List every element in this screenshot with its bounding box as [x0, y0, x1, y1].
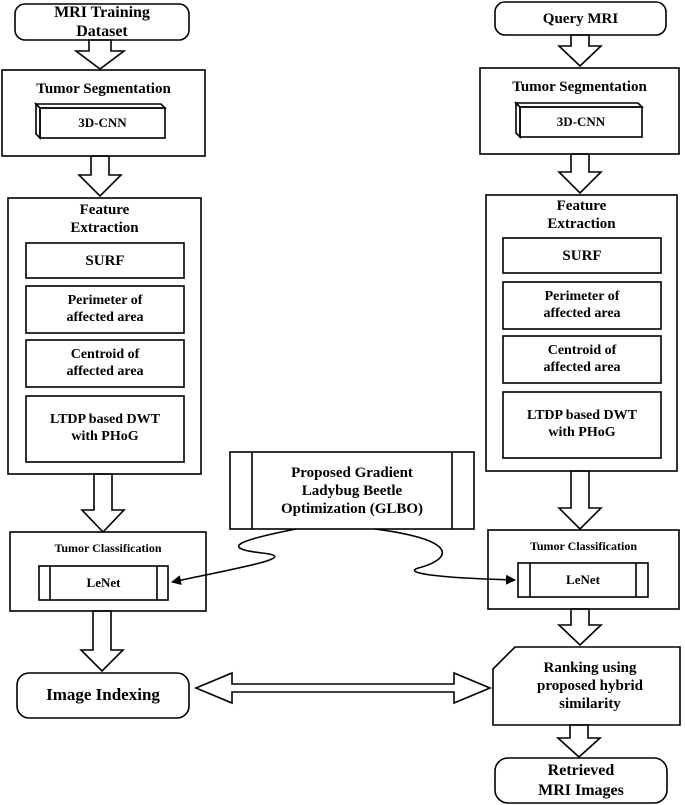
right-feature-surf: SURF: [562, 247, 602, 264]
right-feature-ltdp-box: [502, 391, 662, 459]
left-arrow-2: [77, 155, 123, 198]
right-classification-title: Tumor Classification: [529, 538, 637, 553]
left-arrow-1: [73, 39, 127, 70]
right-segmentation-title: Tumor Segmentation: [512, 79, 647, 95]
bidirectional-arrow: [193, 671, 493, 705]
left-start-label: MRI Training Dataset: [54, 3, 150, 40]
right-arrow-2: [557, 153, 603, 195]
left-feature-surf: SURF: [85, 252, 125, 269]
left-arrow-3: [80, 473, 126, 534]
right-lenet-block: [517, 562, 649, 598]
optimizer-block: [229, 451, 475, 530]
right-arrow-1: [557, 34, 603, 68]
left-feature-title: Feature Extraction: [70, 202, 139, 236]
right-feature-centroid: Centroid of affected area: [543, 342, 621, 375]
right-3dcnn-block: [514, 101, 644, 139]
left-feature-centroid-box: [25, 339, 185, 388]
left-feature-centroid: Centroid of affected area: [66, 346, 144, 379]
left-feature-ltdp-box: [25, 395, 185, 463]
optimizer-to-left-lenet-connector: [171, 528, 297, 586]
left-feature-ltdp: LTDP based DWT with PHoG: [50, 412, 160, 444]
right-arrow-3: [557, 470, 603, 531]
right-feature-title: Feature Extraction: [547, 198, 616, 232]
left-feature-perimeter-box: [25, 285, 185, 334]
optimizer-label: Proposed Gradient Ladybug Beetle Optimiz…: [280, 464, 424, 517]
left-3dcnn-block: [34, 102, 167, 140]
right-feature-perimeter-box: [502, 281, 662, 330]
left-indexing-box: [16, 672, 190, 719]
right-ranking-label: Ranking using proposed hybrid similarity: [536, 660, 643, 712]
left-arrow-4: [79, 610, 125, 673]
right-3dcnn-label: 3D-CNN: [556, 114, 606, 130]
right-start-label: Query MRI: [542, 10, 619, 27]
left-feature-perimeter: Perimeter of affected area: [66, 292, 144, 325]
right-feature-surf-box: [502, 237, 662, 274]
right-arrow-5: [555, 724, 603, 759]
right-retrieved-box: [494, 757, 668, 804]
left-classification-title: Tumor Classification: [54, 540, 162, 555]
right-feature-centroid-box: [502, 335, 662, 384]
left-indexing-label: Image Indexing: [46, 685, 160, 705]
right-retrieved-label: Retrieved MRI Images: [538, 762, 624, 799]
optimizer-to-right-lenet-connector: [374, 528, 516, 585]
left-lenet-block: [38, 565, 169, 601]
right-feature-perimeter: Perimeter of affected area: [543, 288, 621, 321]
left-feature-surf-box: [25, 242, 185, 279]
left-segmentation-title: Tumor Segmentation: [36, 81, 171, 97]
right-lenet-label: LeNet: [566, 572, 600, 588]
right-arrow-4: [557, 608, 603, 647]
left-3dcnn-label: 3D-CNN: [78, 115, 127, 131]
right-feature-ltdp: LTDP based DWT with PHoG: [527, 408, 637, 440]
left-lenet-label: LeNet: [86, 575, 121, 591]
